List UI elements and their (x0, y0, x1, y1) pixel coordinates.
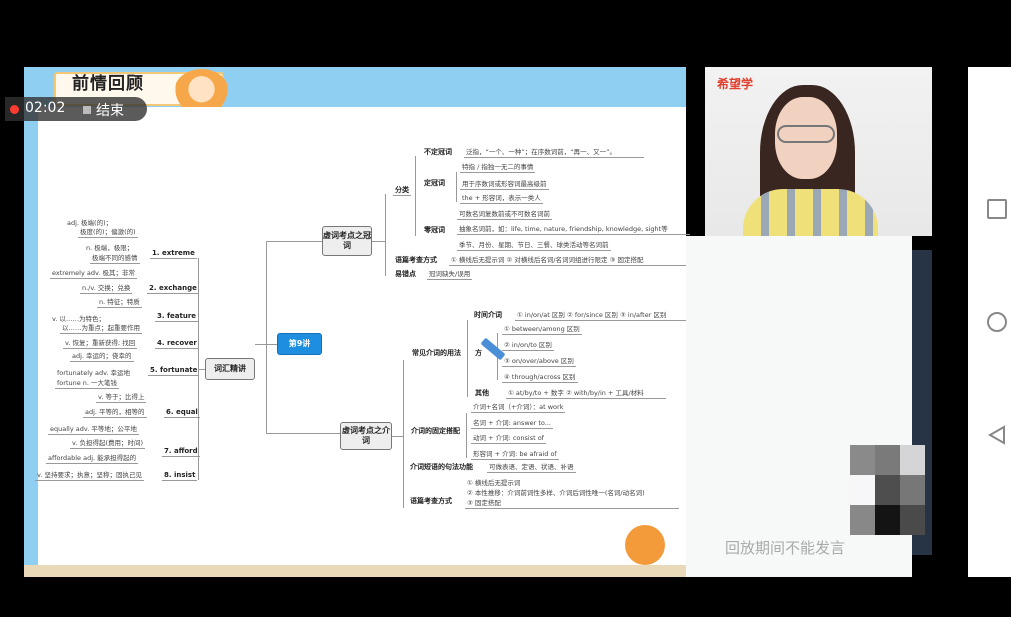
definition: equally adv. 平等地；公平地 (48, 425, 139, 435)
definition: adj. 幸运的；侥幸的 (70, 352, 134, 362)
error-point-label[interactable]: 易错点 (395, 270, 416, 278)
indefinite-article-label[interactable]: 不定冠词 (424, 148, 452, 156)
pixelated-sticker (850, 445, 925, 535)
branch-text: 抽象名词前，如：life, time, nature, friendship, … (457, 225, 690, 235)
definition: extremely adv. 极其；非常 (50, 269, 137, 279)
definition: v. 等于；比得上 (96, 393, 147, 403)
recording-time: 02:02 (25, 100, 66, 116)
chat-disabled-notice: 回放期间不能发言 (725, 539, 846, 557)
recent-apps-button[interactable] (987, 199, 1007, 219)
definition: n. 特征；特质 (97, 298, 142, 308)
fixed-collocation-label[interactable]: 介词的固定搭配 (411, 427, 460, 435)
word-node[interactable]: 2. exchange (147, 284, 199, 294)
definition: adj. 极端(的)； (67, 219, 113, 227)
definite-article-label[interactable]: 定冠词 (424, 179, 445, 187)
branch-text: 名词 + 介词: answer to... (471, 419, 553, 429)
branch-text: ③ on/over/above 区别 (502, 357, 576, 367)
stop-icon (83, 106, 91, 114)
branch-text: 泛指，“一个、一种”；在序数词前，“再一、又一”。 (464, 148, 644, 158)
word-node[interactable]: 8. insist (162, 471, 198, 481)
place-prep-label[interactable]: 方 (475, 349, 482, 357)
branch-text: 季节、月份、星期、节日、三餐、球类活动等名词前 (457, 241, 611, 251)
branch-text: ① in/on/at 区别 ② for/since 区别 ③ in/after … (515, 311, 687, 321)
android-nav-bar (968, 67, 1011, 577)
recording-dot-icon (10, 105, 19, 114)
branch-text: ② in/on/to 区别 (502, 341, 554, 351)
definition: fortunately adv. 幸运地 (57, 369, 131, 377)
preposition-node[interactable]: 虚词考点之介词 (340, 422, 392, 450)
video-figure-glasses (777, 125, 835, 143)
video-figure-shirt (743, 189, 878, 239)
back-button[interactable] (987, 425, 1007, 445)
courseware-slide: 前情回顾 (24, 67, 686, 577)
time-prep-label[interactable]: 时间介词 (474, 311, 502, 319)
definition: v. 恢复；重新获得; 找回 (63, 339, 138, 349)
slide-title: 前情回顾 (72, 74, 144, 94)
fox-mascot-decoration (625, 525, 665, 565)
branch-text: 可数名词复数前或不可数名词前 (457, 210, 552, 220)
recording-bar: 02:02 结束 (5, 97, 147, 121)
word-node[interactable]: 6. equal (164, 408, 200, 418)
definition: n. 极端，极限； (86, 244, 134, 252)
zero-article-label[interactable]: 零冠词 (424, 226, 445, 234)
branch-text: the + 形容词，表示一类人 (460, 194, 543, 204)
definition: 极度(的)；偏激(的) (78, 228, 138, 238)
branch-text: 用于序数词或形容词最高级前 (460, 180, 549, 190)
mindmap-canvas (38, 107, 686, 565)
category-label[interactable]: 分类 (393, 186, 411, 196)
word-node[interactable]: 3. feature (155, 312, 199, 322)
branch-text: ① at/by/to + 数字 ② with/by/in + 工具/材料 (506, 389, 666, 399)
branch-text: 可做表语、定语、状语、补语 (487, 463, 576, 473)
word-node[interactable]: 5. fortunate (148, 366, 200, 376)
stop-label: 结束 (96, 103, 124, 119)
syntax-label[interactable]: 介词短语的句法功能 (410, 463, 473, 471)
brand-logo: 希望学 (717, 77, 754, 91)
discourse-label[interactable]: 语篇考查方式 (395, 256, 437, 264)
definition: affordable adj. 能承担得起的 (46, 454, 139, 464)
word-node[interactable]: 4. recover (155, 339, 199, 349)
other-label[interactable]: 其他 (475, 389, 489, 397)
definition: v. 坚持要求；执意；坚称；固执己见 (35, 471, 144, 481)
teacher-video: 希望学 (705, 67, 932, 239)
branch-text: ③ 固定搭配 (465, 499, 679, 509)
usage-label[interactable]: 常见介词的用法 (412, 349, 461, 357)
slide-footer-decoration (24, 565, 686, 577)
branch-text: ① between/among 区别 (502, 325, 582, 335)
definition: 极端不同的感情 (90, 254, 140, 264)
mascot-illustration (174, 69, 229, 114)
article-node[interactable]: 虚词考点之冠词 (322, 226, 372, 256)
word-node[interactable]: 7. afford (162, 447, 200, 457)
branch-text: 动词 + 介词: consist of (471, 434, 546, 444)
definition: fortune n. 一大笔钱 (55, 379, 120, 389)
vocab-node[interactable]: 词汇精讲 (205, 358, 255, 380)
branch-text: ① 横线后无提示词 (467, 479, 521, 487)
branch-text: 形容词 + 介词: be afraid of (471, 450, 559, 460)
definition: adj. 平等的，相等的 (83, 408, 147, 418)
definition: n./v. 交换；兑换 (80, 284, 133, 294)
branch-text: ② 本性推移：介词前词性多样、介词后词性唯一(名词/动名词) (467, 489, 645, 497)
center-node[interactable]: 第9讲 (277, 333, 322, 355)
stop-recording-button[interactable]: 结束 (83, 100, 124, 120)
branch-text: ④ through/across 区别 (502, 373, 578, 383)
discourse-label[interactable]: 语篇考查方式 (410, 497, 452, 505)
branch-text: 介词+名词（+介词）：at work (471, 403, 566, 413)
branch-text: 特指 / 指独一无二的事情 (460, 163, 536, 173)
home-button[interactable] (987, 312, 1007, 332)
definition: v. 以……为特色； (52, 315, 105, 323)
word-node[interactable]: 1. extreme (150, 249, 197, 259)
definition: v. 负担得起(费用；时间) (70, 439, 146, 449)
branch-text: ① 横线后无提示词 ② 对横线后名词/名词词组进行限定 ③ 固定搭配 (449, 256, 689, 266)
branch-text: 冠词缺失/误用 (427, 270, 473, 280)
definition: 以……为重点；起重要作用 (60, 324, 142, 334)
